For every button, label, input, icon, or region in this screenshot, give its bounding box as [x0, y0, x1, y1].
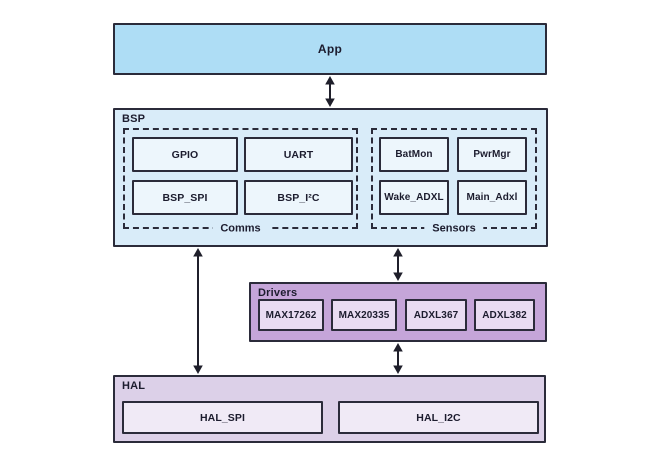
app-block: App	[113, 23, 547, 75]
bsp-hal-double-arrow-icon	[193, 248, 203, 374]
wake-adxl-box: Wake_ADXL	[379, 180, 449, 215]
comms-group: GPIO UART BSP_SPI BSP_I²C Comms	[123, 128, 358, 236]
pwrmgr-box: PwrMgr	[457, 137, 527, 172]
max20335-box: MAX20335	[331, 299, 397, 331]
bsp-block: BSP GPIO UART BSP_SPI BSP_I²C Comms BatM…	[113, 108, 548, 247]
main-adxl-box: Main_Adxl	[457, 180, 527, 215]
bsp-i2c-box: BSP_I²C	[244, 180, 353, 215]
drivers-label: Drivers	[258, 287, 298, 299]
bsp-spi-box: BSP_SPI	[132, 180, 238, 215]
drivers-block: Drivers MAX17262 MAX20335 ADXL367 ADXL38…	[249, 282, 547, 342]
hal-block: HAL HAL_SPI HAL_I2C	[113, 375, 546, 443]
batmon-box: BatMon	[379, 137, 449, 172]
sensors-group: BatMon PwrMgr Wake_ADXL Main_Adxl Sensor…	[371, 128, 537, 236]
max17262-box: MAX17262	[258, 299, 324, 331]
bsp-drivers-double-arrow-icon	[393, 248, 403, 281]
hal-label: HAL	[122, 380, 146, 392]
comms-group-label: Comms	[212, 222, 269, 236]
bsp-label: BSP	[122, 113, 146, 125]
hal-i2c-box: HAL_I2C	[338, 401, 539, 434]
adxl367-box: ADXL367	[405, 299, 467, 331]
hal-spi-box: HAL_SPI	[122, 401, 323, 434]
gpio-box: GPIO	[132, 137, 238, 172]
app-label: App	[317, 42, 343, 56]
adxl382-box: ADXL382	[474, 299, 535, 331]
app-bsp-double-arrow-icon	[325, 76, 335, 107]
drivers-hal-double-arrow-icon	[393, 343, 403, 374]
uart-box: UART	[244, 137, 353, 172]
sensors-group-label: Sensors	[424, 222, 484, 236]
